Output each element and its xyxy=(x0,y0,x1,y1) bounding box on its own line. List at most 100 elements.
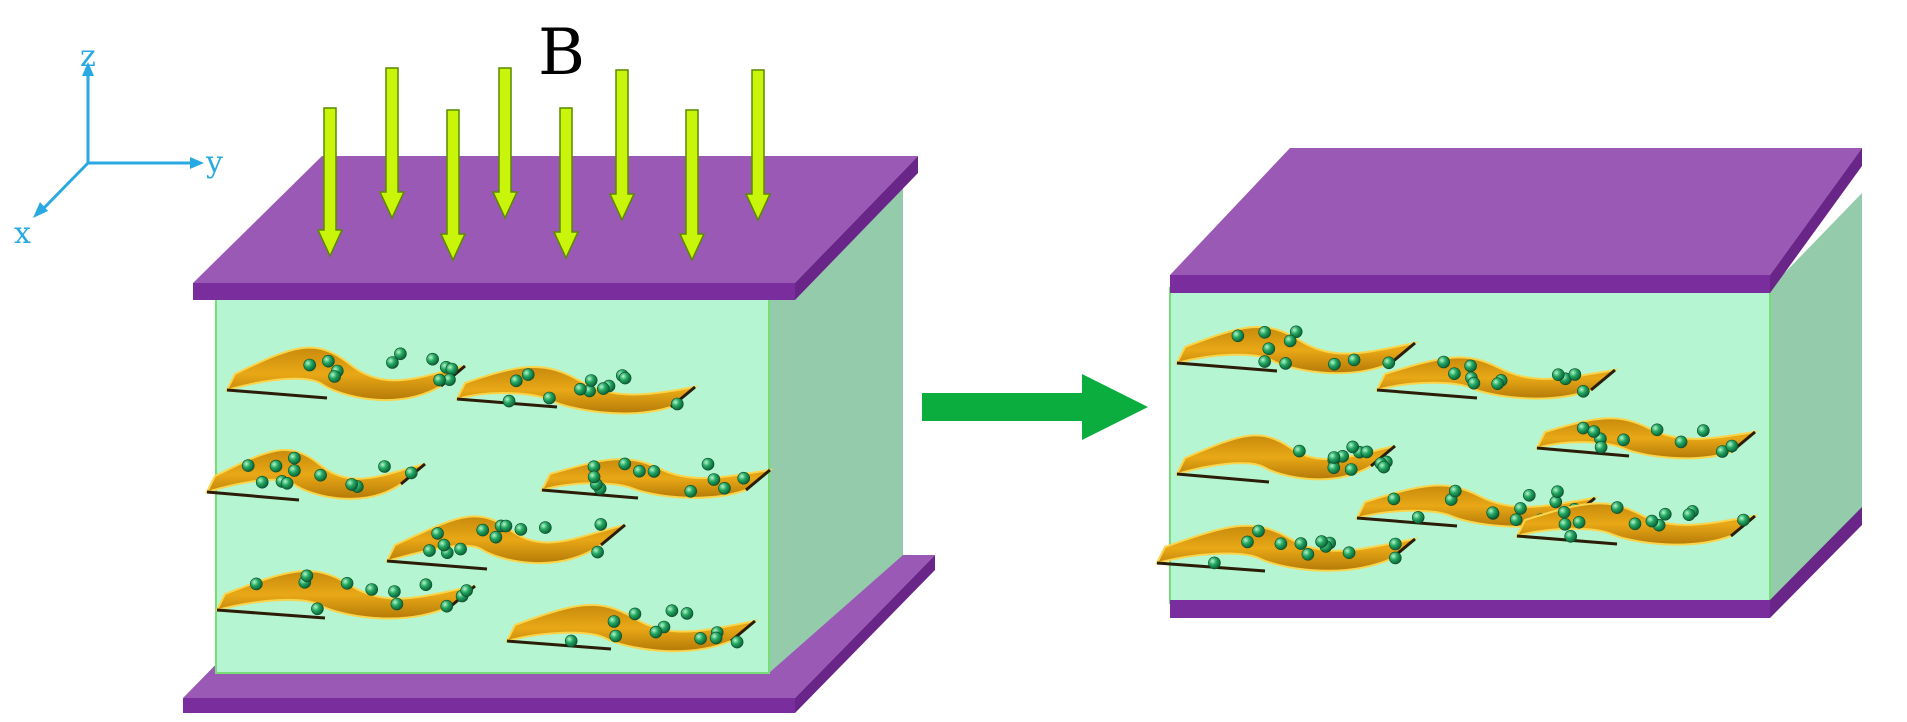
nanosheet xyxy=(1175,434,1396,484)
particle xyxy=(730,635,744,649)
nanosheet xyxy=(205,449,426,502)
particle xyxy=(1523,488,1536,502)
right-medium-side xyxy=(1770,193,1862,603)
particle xyxy=(521,368,535,381)
field-arrows-group xyxy=(316,67,772,262)
particle xyxy=(618,457,632,471)
particle xyxy=(649,625,663,639)
y-axis-arrowhead xyxy=(190,157,204,169)
particle xyxy=(1342,546,1356,560)
particle xyxy=(1262,342,1276,356)
field-arrow xyxy=(491,67,519,220)
particle xyxy=(707,473,721,486)
particle xyxy=(431,527,444,540)
particle xyxy=(1659,507,1672,521)
nanosheet-edge xyxy=(386,559,488,571)
particle xyxy=(1610,501,1624,514)
particle xyxy=(1327,451,1341,464)
field-arrow xyxy=(608,69,636,222)
nanosheet xyxy=(1515,501,1759,546)
particle xyxy=(718,481,731,495)
particle xyxy=(322,354,335,368)
particle xyxy=(1697,424,1710,437)
field-arrow xyxy=(439,109,467,262)
nanosheet-edge xyxy=(1356,516,1458,528)
particle xyxy=(1628,517,1642,531)
particle xyxy=(1645,514,1659,528)
nanosheet-edge xyxy=(226,388,328,400)
right-bottom-plate-front xyxy=(1170,600,1770,618)
field-arrow xyxy=(744,69,772,222)
nanosheet xyxy=(215,569,476,620)
particle xyxy=(1279,357,1292,370)
left-medium-side xyxy=(769,186,903,673)
nanosheet xyxy=(1155,524,1419,573)
particle xyxy=(390,597,404,611)
particle xyxy=(514,523,528,536)
particle xyxy=(489,530,503,544)
x-axis-arrowhead xyxy=(33,202,48,218)
particle xyxy=(709,631,723,645)
particle xyxy=(1387,492,1401,506)
process-arrow xyxy=(922,374,1148,440)
particle xyxy=(241,459,255,472)
particle xyxy=(737,471,751,485)
particle xyxy=(1360,445,1374,459)
particle xyxy=(426,352,439,366)
field-arrow xyxy=(678,109,706,262)
nanosheet-edge xyxy=(1176,472,1270,484)
left-top-plate-top xyxy=(193,156,918,283)
left-top-plate-side xyxy=(795,156,918,300)
particle xyxy=(1344,463,1358,476)
particle xyxy=(1725,439,1739,453)
particle xyxy=(502,394,516,408)
particle xyxy=(1486,506,1499,520)
particle xyxy=(607,615,621,628)
particle xyxy=(269,459,283,473)
particle xyxy=(564,634,578,648)
right-top-plate-front xyxy=(1170,275,1770,293)
nanosheet xyxy=(225,346,466,402)
particle xyxy=(1564,529,1577,543)
left-sheets-group xyxy=(205,346,774,653)
nanosheet-edge xyxy=(1590,368,1616,392)
particle xyxy=(386,356,399,369)
nanosheet xyxy=(1375,355,1619,400)
particle xyxy=(594,518,608,531)
x-axis-label: x xyxy=(14,216,31,251)
particle xyxy=(596,382,610,395)
particle xyxy=(311,602,324,616)
particle xyxy=(1258,355,1271,368)
field-arrow xyxy=(316,107,344,258)
particle xyxy=(665,604,679,618)
particle xyxy=(328,370,341,383)
nanosheet xyxy=(1535,417,1759,460)
field-label: B xyxy=(538,16,585,90)
particle xyxy=(1467,376,1481,390)
particle xyxy=(1377,460,1391,474)
particle xyxy=(419,578,433,592)
particle xyxy=(365,583,379,596)
particle xyxy=(1552,368,1565,382)
y-axis-label: y xyxy=(205,145,223,180)
particle xyxy=(1491,377,1504,391)
nanosheet-edge xyxy=(745,468,771,492)
particle xyxy=(538,521,552,534)
nanosheet-edge xyxy=(506,639,612,651)
particle xyxy=(680,607,694,620)
particle xyxy=(1208,556,1221,570)
particle xyxy=(1576,421,1590,435)
particle xyxy=(1294,537,1308,550)
particle xyxy=(378,460,391,473)
particle xyxy=(574,382,587,396)
particle xyxy=(288,451,301,465)
particle xyxy=(1258,325,1271,339)
particle xyxy=(1283,334,1297,348)
particle xyxy=(1347,353,1361,367)
particle xyxy=(1551,485,1564,499)
field-arrow xyxy=(552,107,580,260)
nanosheet-edge xyxy=(1390,341,1416,365)
particle xyxy=(303,358,317,372)
field-arrow xyxy=(378,67,406,220)
nanosheet xyxy=(1175,325,1419,375)
